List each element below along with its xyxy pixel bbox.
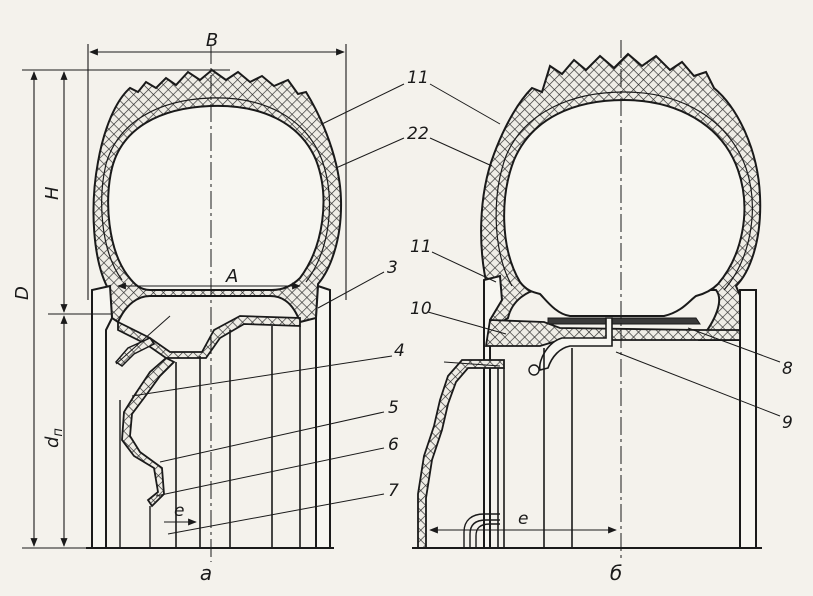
rim-b-right-flange: [739, 289, 757, 549]
rim-b-flap: [547, 317, 701, 325]
callout: 8: [782, 359, 793, 379]
tire-b-liner: [495, 91, 753, 291]
leaders-b: [427, 83, 781, 417]
callout: 3: [387, 258, 398, 278]
callout: 1: [407, 68, 418, 88]
callout: 4: [394, 341, 405, 361]
label-dn: dп: [42, 428, 66, 448]
caption-right: б: [610, 561, 622, 585]
callout: 2: [407, 124, 418, 144]
callout: 10: [410, 299, 432, 319]
callout: 6: [388, 435, 399, 455]
rim-a-left-flange: [91, 284, 114, 548]
tire-a-liner: [101, 97, 331, 283]
valve-b: [538, 317, 613, 371]
label-h: H: [42, 186, 63, 200]
leaders-a: [131, 83, 405, 535]
callout: 7: [388, 481, 399, 501]
disk-a: [121, 356, 176, 508]
label-d: D: [12, 286, 33, 300]
rim-a-right-flange: [315, 284, 331, 549]
label-e-left: e: [174, 501, 184, 521]
label-b: B: [206, 30, 218, 51]
callout: 1: [418, 68, 429, 88]
view-a: [86, 46, 343, 562]
label-a: A: [225, 266, 238, 287]
callout: 11: [410, 237, 432, 257]
tire-b-cavity: [503, 98, 746, 317]
dimensions-a: [22, 44, 347, 549]
labels: B D H dп A e e 1 2 3 4 5 6 7 1 2 11 10 8…: [12, 30, 793, 585]
callout: 5: [388, 398, 399, 418]
caption-left: а: [200, 561, 212, 585]
view-b: [412, 40, 762, 562]
callout: 2: [418, 124, 429, 144]
tire-a-cavity: [107, 104, 325, 291]
label-e-right: e: [518, 509, 528, 529]
rim-b-base: [484, 319, 741, 347]
valve-a-axis: [115, 315, 171, 365]
valve-a: [114, 337, 156, 367]
callout: 9: [782, 413, 793, 433]
